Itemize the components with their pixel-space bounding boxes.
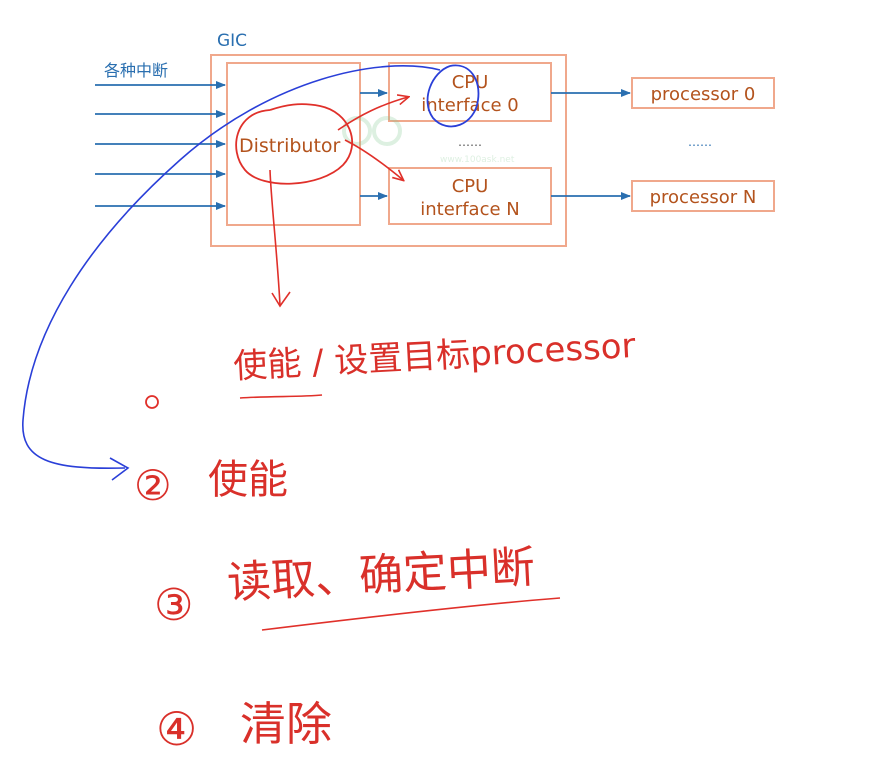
gic-outer-box — [210, 54, 567, 247]
step2-marker: ② — [134, 461, 172, 510]
step3-note: 读取、确定中断 — [226, 542, 536, 609]
processor-0-box — [631, 77, 775, 109]
cpu-interface-n-line1: CPU — [452, 176, 489, 197]
step4-note: 清除 — [240, 697, 332, 751]
step1-underline — [239, 394, 323, 399]
cpu-interface-0-line1: CPU — [452, 72, 489, 93]
processor-ellipsis: …… — [688, 135, 712, 149]
step1-marker-circle — [145, 395, 159, 409]
distributor-to-cpu-red-arrow — [337, 97, 408, 131]
watermark-text: www.100ask.net — [440, 155, 515, 165]
distributor-to-cpun-red-arrow — [344, 139, 403, 180]
distributor-circle-annotation — [235, 103, 353, 185]
step2-note: 使能 — [208, 457, 288, 503]
cpu-interface-to-step2-blue-arrow — [22, 65, 441, 470]
distributor-down-red-arrowhead — [271, 291, 291, 308]
step3-underline — [261, 597, 561, 631]
interrupt-sources-label: 各种中断 — [104, 61, 168, 80]
step1-note: 使能 / 设置目标processor — [232, 326, 636, 387]
distributor-box — [226, 62, 361, 226]
cpu-interface-0-box — [388, 62, 552, 122]
processor-n-label: processor N — [650, 187, 757, 208]
watermark-logo: www.100ask.net — [342, 116, 515, 165]
step2-blue-arrowhead — [109, 457, 130, 481]
interrupt-input-arrows — [95, 81, 226, 210]
cpu-interface-n-line2: interface N — [420, 199, 519, 220]
processor-n-box — [631, 180, 775, 212]
cpu-interface-0-line2: interface 0 — [421, 95, 518, 116]
distributor-down-red-arrow — [269, 169, 281, 306]
step3-marker: ③ — [154, 580, 193, 631]
distributor-label: Distributor — [239, 135, 341, 157]
step4-marker: ④ — [156, 702, 197, 756]
processor-0-label: processor 0 — [651, 84, 756, 105]
cpu-interface-ellipsis: …… — [458, 135, 482, 149]
gic-title: GIC — [217, 31, 247, 51]
cpu-interface-circle-annotation — [426, 64, 480, 128]
